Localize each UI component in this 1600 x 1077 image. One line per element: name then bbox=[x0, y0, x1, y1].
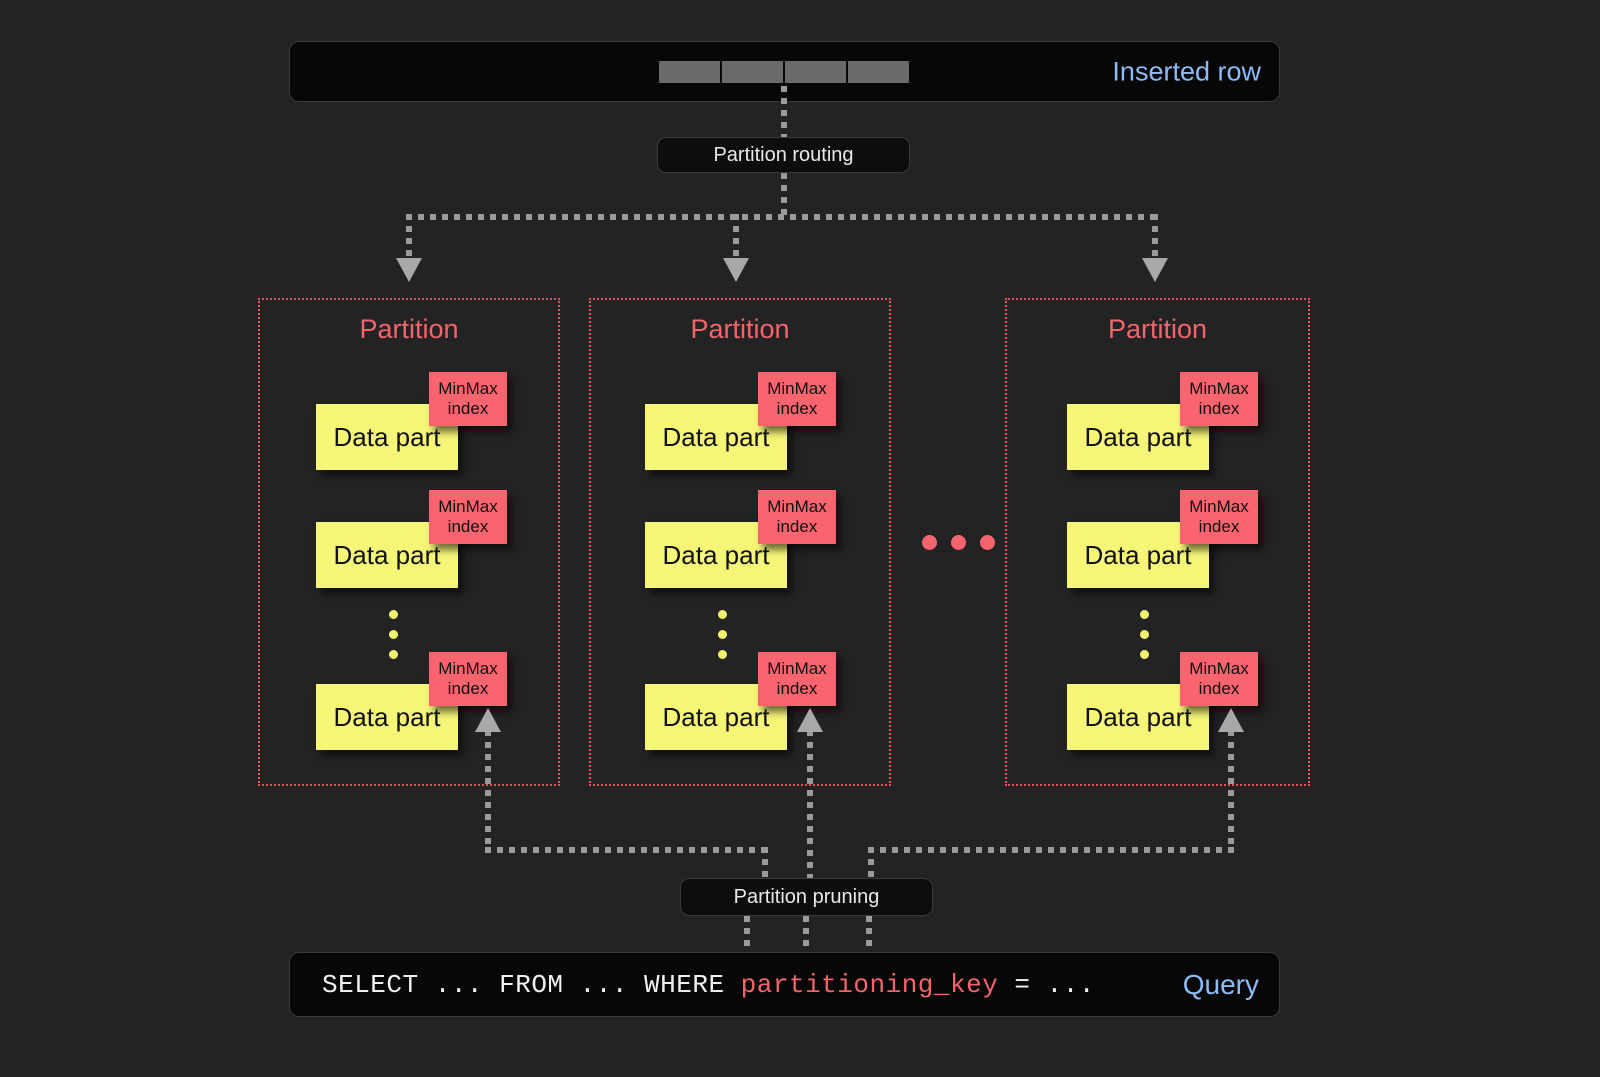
minmax-line-1: MinMax bbox=[1189, 497, 1249, 516]
connector-pruning-to-query-left bbox=[744, 916, 750, 952]
ellipsis-dot bbox=[718, 630, 727, 639]
minmax-line-2: index bbox=[447, 399, 489, 418]
ellipsis-dot bbox=[718, 610, 727, 619]
connector-pruning-bus-right bbox=[868, 847, 1234, 853]
partition-title: Partition bbox=[1107, 314, 1208, 344]
row-cell bbox=[785, 61, 846, 83]
arrow-down-partition-1 bbox=[723, 258, 749, 282]
data-part-box[interactable]: Data part bbox=[645, 404, 787, 470]
arrow-up-partition-1 bbox=[797, 708, 823, 732]
query-bar: SELECT ... FROM ... WHERE partitioning_k… bbox=[289, 952, 1280, 1017]
data-part-ellipsis bbox=[389, 610, 398, 659]
ellipsis-dot bbox=[389, 650, 398, 659]
minmax-line-1: MinMax bbox=[767, 497, 827, 516]
row-cell bbox=[848, 61, 909, 83]
minmax-line-1: MinMax bbox=[1189, 379, 1249, 398]
connector-routing-down bbox=[781, 173, 787, 218]
arrow-down-partition-2 bbox=[1142, 258, 1168, 282]
connector-pruning-partition-2 bbox=[1228, 730, 1234, 853]
query-label: Query bbox=[1182, 968, 1259, 1000]
query-partitioning-key: partitioning_key bbox=[740, 969, 999, 1000]
minmax-line-1: MinMax bbox=[767, 379, 827, 398]
arrow-up-partition-2 bbox=[1218, 708, 1244, 732]
partition-title: Partition bbox=[690, 314, 790, 344]
connector-drop-partition-1 bbox=[733, 214, 739, 262]
ellipsis-dot bbox=[1140, 610, 1149, 619]
row-cell bbox=[722, 61, 783, 83]
minmax-line-1: MinMax bbox=[767, 659, 827, 678]
minmax-line-2: index bbox=[1198, 679, 1240, 698]
partition-ellipsis bbox=[922, 535, 995, 550]
partition-routing-chip[interactable]: Partition routing bbox=[657, 137, 910, 173]
minmax-line-1: MinMax bbox=[438, 379, 498, 398]
connector-bus-left-drop bbox=[762, 847, 768, 881]
inserted-row-label: Inserted row bbox=[1112, 56, 1261, 86]
minmax-line-2: index bbox=[1198, 517, 1240, 536]
ellipsis-dot bbox=[389, 630, 398, 639]
partition-pruning-chip[interactable]: Partition pruning bbox=[680, 878, 933, 916]
connector-bus-right-drop bbox=[868, 847, 874, 881]
minmax-line-2: index bbox=[447, 517, 489, 536]
ellipsis-dot bbox=[718, 650, 727, 659]
connector-row-to-routing bbox=[781, 86, 787, 138]
minmax-line-1: MinMax bbox=[438, 659, 498, 678]
ellipsis-dot bbox=[1140, 630, 1149, 639]
data-part-box[interactable]: Data part bbox=[1067, 684, 1209, 750]
minmax-line-2: index bbox=[1198, 399, 1240, 418]
connector-drop-partition-2 bbox=[1152, 214, 1158, 262]
minmax-line-2: index bbox=[776, 679, 818, 698]
connector-pruning-bus-left bbox=[485, 847, 768, 853]
inserted-row-bar: Inserted row bbox=[289, 41, 1280, 102]
partition-title: Partition bbox=[359, 314, 459, 344]
partition-routing-label: Partition routing bbox=[713, 143, 854, 166]
row-cell bbox=[659, 61, 720, 83]
connector-pruning-to-query-mid bbox=[803, 916, 809, 952]
arrow-up-partition-0 bbox=[475, 708, 501, 732]
minmax-line-2: index bbox=[447, 679, 489, 698]
query-text: SELECT ... FROM ... WHERE partitioning_k… bbox=[322, 970, 1095, 1000]
minmax-line-1: MinMax bbox=[1189, 659, 1249, 678]
data-part-box[interactable]: Data part bbox=[1067, 522, 1209, 588]
minmax-line-2: index bbox=[776, 399, 818, 418]
minmax-line-2: index bbox=[776, 517, 818, 536]
connector-pruning-partition-1 bbox=[807, 730, 813, 880]
query-suffix: = ... bbox=[998, 969, 1095, 1000]
connector-pruning-to-query-right bbox=[866, 916, 872, 952]
inserted-row-cells bbox=[659, 61, 909, 83]
connector-drop-partition-0 bbox=[406, 214, 412, 262]
connector-pruning-partition-0 bbox=[485, 730, 491, 853]
connector-routing-bus bbox=[406, 214, 1161, 220]
data-part-ellipsis bbox=[1140, 610, 1149, 659]
arrow-down-partition-0 bbox=[396, 258, 422, 282]
query-prefix: SELECT ... FROM ... WHERE bbox=[322, 969, 741, 1000]
ellipsis-dot bbox=[980, 535, 995, 550]
minmax-line-1: MinMax bbox=[438, 497, 498, 516]
ellipsis-dot bbox=[922, 535, 937, 550]
partition-pruning-label: Partition pruning bbox=[733, 885, 880, 908]
ellipsis-dot bbox=[951, 535, 966, 550]
data-part-box[interactable]: Data part bbox=[1067, 404, 1209, 470]
data-part-ellipsis bbox=[718, 610, 727, 659]
ellipsis-dot bbox=[389, 610, 398, 619]
ellipsis-dot bbox=[1140, 650, 1149, 659]
